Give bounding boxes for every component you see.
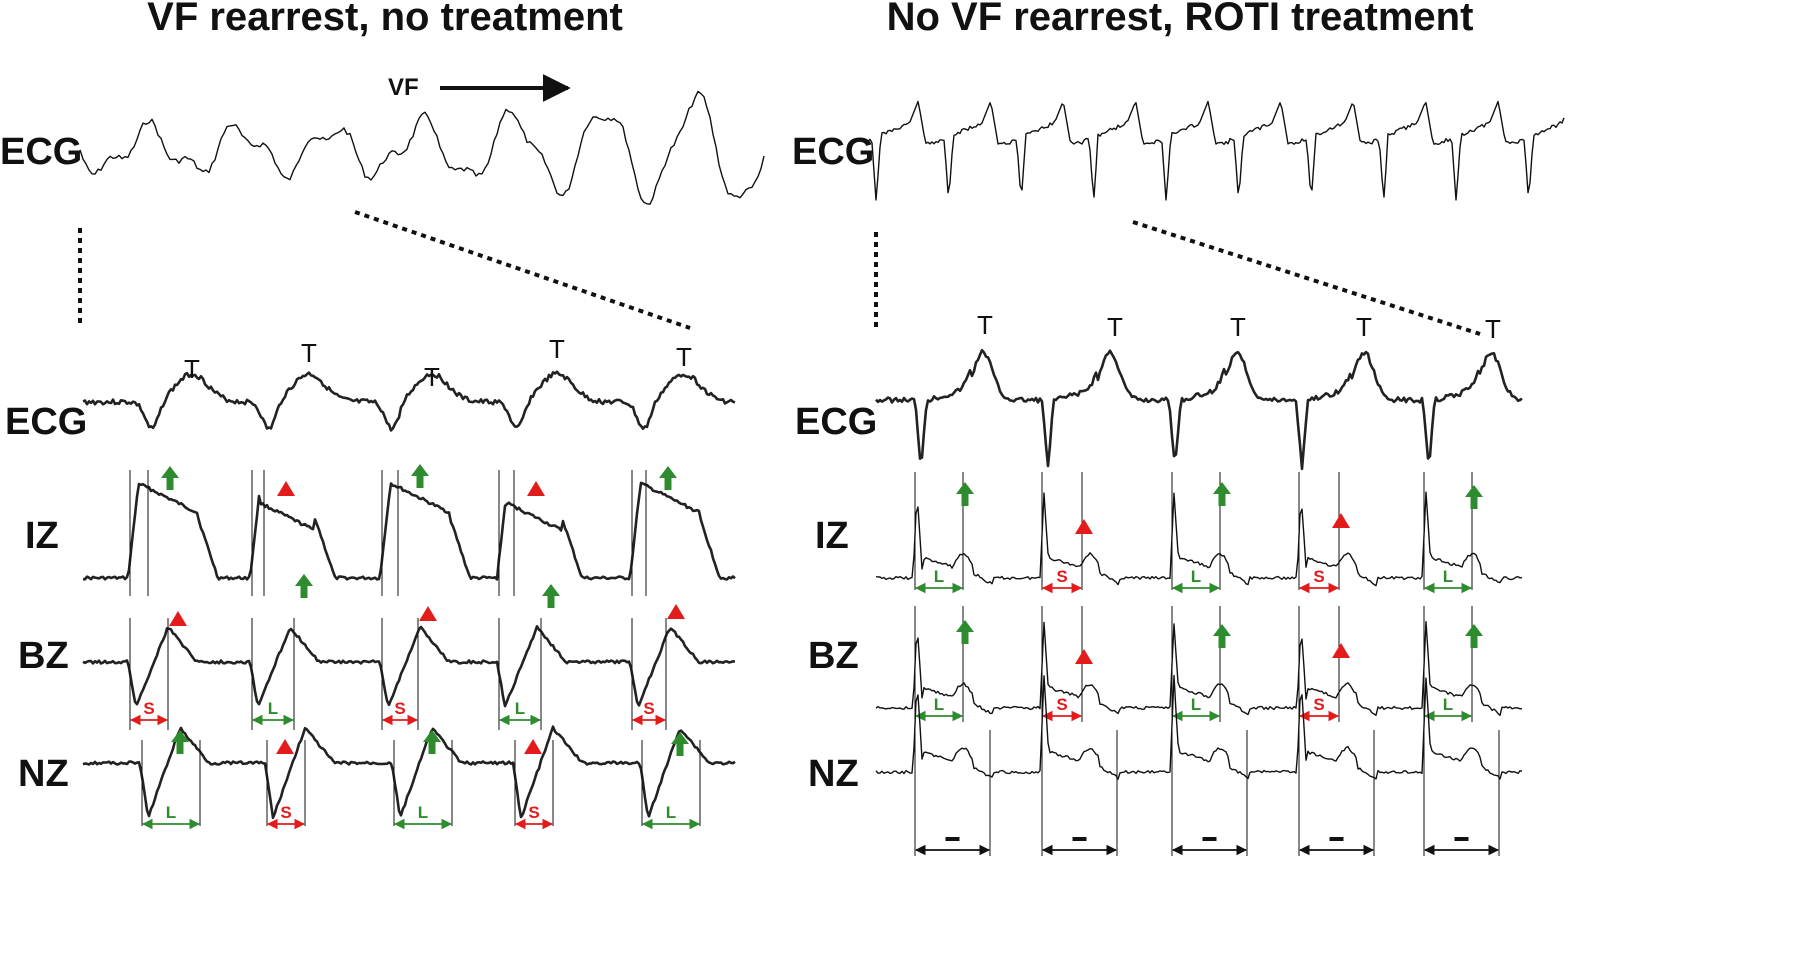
green-arrow-icon <box>659 466 677 490</box>
interval-label: L <box>934 567 944 586</box>
interval-label: S <box>1056 695 1067 714</box>
green-arrow-icon <box>295 574 313 598</box>
left-ecg-label: ECG <box>0 131 82 173</box>
right-ecg-overview-trace <box>865 100 1565 201</box>
right-t-wave-label: T <box>977 310 993 340</box>
left-zoom-dotted-line-diagonal <box>354 210 691 330</box>
interval-label: S <box>394 699 405 718</box>
interval-label <box>945 837 960 841</box>
green-arrow-icon <box>1465 624 1483 648</box>
interval-label: S <box>1056 567 1067 586</box>
left-t-wave-label: T <box>676 342 692 372</box>
right-t-wave-label: T <box>1107 312 1123 342</box>
right-nz-trace <box>875 674 1523 780</box>
red-triangle-icon <box>276 739 294 754</box>
right-panel: No VF rearrest, ROTI treatment ECG ECG I… <box>792 0 1565 856</box>
interval-label: L <box>1443 567 1453 586</box>
right-zoom-dotted-line-diagonal <box>1132 220 1481 336</box>
interval-label: L <box>166 803 176 822</box>
right-bz-trace <box>875 621 1522 716</box>
right-t-wave-label: T <box>1485 314 1501 344</box>
interval-label <box>1454 837 1469 841</box>
interval-label <box>1072 837 1087 841</box>
green-arrow-icon <box>956 482 974 506</box>
red-triangle-icon <box>524 739 542 754</box>
right-panel-title: No VF rearrest, ROTI treatment <box>887 0 1474 39</box>
interval-label: L <box>1191 695 1201 714</box>
left-panel: VF rearrest, no treatment VF ECG ECG IZ … <box>0 0 765 830</box>
left-iz-trace <box>82 481 736 581</box>
right-iz-label: IZ <box>815 515 849 557</box>
interval-label: S <box>528 803 539 822</box>
left-ecg-overview-trace <box>79 90 765 205</box>
interval-label: S <box>143 699 154 718</box>
interval-label: S <box>643 699 654 718</box>
interval-label: L <box>1191 567 1201 586</box>
left-ecg-zoom-trace <box>82 370 736 432</box>
interval-label: S <box>1313 695 1324 714</box>
left-bz-label: BZ <box>18 635 69 677</box>
red-triangle-icon <box>419 606 437 621</box>
green-arrow-icon <box>1213 624 1231 648</box>
green-arrow-icon <box>671 732 689 756</box>
red-triangle-icon <box>527 481 545 496</box>
left-t-wave-label: T <box>424 362 440 392</box>
interval-label: L <box>934 695 944 714</box>
left-panel-title: VF rearrest, no treatment <box>147 0 623 39</box>
interval-label: L <box>666 803 676 822</box>
interval-label <box>1202 837 1217 841</box>
right-bz-label: BZ <box>808 635 859 677</box>
interval-label: S <box>1313 567 1324 586</box>
right-ecg-zoom-trace <box>875 348 1523 471</box>
green-arrow-icon <box>423 730 441 754</box>
vf-label: VF <box>388 74 419 101</box>
right-iz-trace <box>875 491 1523 587</box>
right-t-wave-label: T <box>1230 312 1246 342</box>
red-triangle-icon <box>1075 649 1093 664</box>
left-t-wave-label: T <box>301 338 317 368</box>
red-triangle-icon <box>169 611 187 626</box>
right-ecg-label: ECG <box>792 131 874 173</box>
red-triangle-icon <box>1332 643 1350 658</box>
interval-label: L <box>1443 695 1453 714</box>
left-nz-label: NZ <box>18 753 69 795</box>
red-triangle-icon <box>277 481 295 496</box>
right-nz-label: NZ <box>808 753 859 795</box>
right-t-wave-label: T <box>1356 312 1372 342</box>
left-t-wave-label: T <box>549 334 565 364</box>
green-arrow-icon <box>1465 485 1483 509</box>
left-zoom-ecg-label: ECG <box>5 401 87 443</box>
interval-label: L <box>515 699 525 718</box>
red-triangle-icon <box>667 604 685 619</box>
green-arrow-icon <box>542 584 560 608</box>
interval-label: S <box>280 803 291 822</box>
green-arrow-icon <box>1213 482 1231 506</box>
green-arrow-icon <box>161 466 179 490</box>
right-zoom-ecg-label: ECG <box>795 401 877 443</box>
green-arrow-icon <box>171 730 189 754</box>
green-arrow-icon <box>411 464 429 488</box>
green-arrow-icon <box>956 620 974 644</box>
left-bz-trace <box>82 625 736 708</box>
interval-label <box>1329 837 1344 841</box>
red-triangle-icon <box>1332 513 1350 528</box>
red-triangle-icon <box>1075 519 1093 534</box>
left-t-wave-label: T <box>184 354 200 384</box>
left-iz-label: IZ <box>25 515 59 557</box>
interval-label: L <box>268 699 278 718</box>
interval-label: L <box>418 803 428 822</box>
left-nz-trace <box>82 725 736 820</box>
